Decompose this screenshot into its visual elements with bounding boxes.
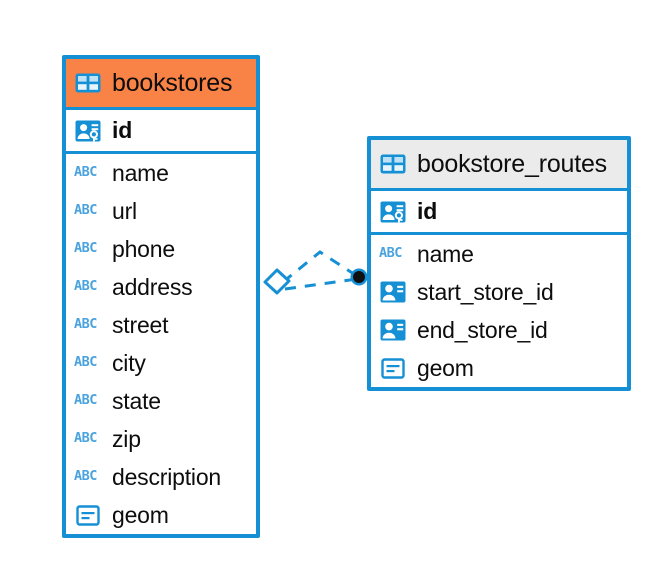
geometry-icon [74,501,102,529]
field-label: url [112,197,137,224]
field-row-name[interactable]: ABC name [66,154,256,192]
field-label: id [417,198,438,224]
geometry-icon [379,354,407,382]
primary-key-icon [379,198,407,226]
abc-icon: ABC [379,245,402,262]
table-icon [74,69,102,97]
abc-icon: ABC [74,430,97,447]
field-label: state [112,387,161,414]
field-row-street[interactable]: ABC street [66,306,256,344]
field-row-url[interactable]: ABC url [66,192,256,230]
field-row-state[interactable]: ABC state [66,382,256,420]
field-row-description[interactable]: ABC description [66,458,256,496]
foreign-key-icon [379,278,407,306]
abc-icon: ABC [74,468,97,485]
primary-key-icon [74,117,102,145]
field-row-end-store-id[interactable]: end_store_id [371,311,627,349]
abc-icon: ABC [74,240,97,257]
field-label: geom [112,501,169,528]
field-row-phone[interactable]: ABC phone [66,230,256,268]
abc-icon: ABC [74,278,97,295]
relationship-line-lower [284,277,358,291]
field-label: description [112,463,222,490]
field-row-geom[interactable]: geom [371,349,627,387]
field-label: address [112,273,193,300]
field-label: start_store_id [417,278,554,305]
abc-icon: ABC [74,392,97,409]
entity-title: bookstore_routes [417,149,607,178]
field-row-address[interactable]: ABC address [66,268,256,306]
entity-header-bookstore-routes[interactable]: bookstore_routes [371,140,627,188]
entity-table-bookstore-routes[interactable]: bookstore_routes id ABC name [367,136,631,391]
abc-icon: ABC [74,202,97,219]
field-label: id [112,117,133,143]
filled-circle-endpoint [350,268,368,286]
diamond-endpoint [263,268,291,295]
field-label: zip [112,425,141,452]
entity-title: bookstores [112,68,233,97]
entity-header-bookstores[interactable]: bookstores [66,59,256,107]
relationship-line-upper [282,250,358,284]
field-row-name[interactable]: ABC name [371,235,627,273]
field-label: street [112,311,169,338]
field-label: name [417,240,474,267]
table-icon [379,150,407,178]
field-row-id[interactable]: id [371,188,627,235]
field-label: city [112,349,146,376]
abc-icon: ABC [74,354,97,371]
entity-table-bookstores[interactable]: bookstores id ABC name A [62,55,260,538]
field-label: end_store_id [417,316,548,343]
field-label: geom [417,354,474,381]
foreign-key-icon [379,316,407,344]
field-row-start-store-id[interactable]: start_store_id [371,273,627,311]
field-row-city[interactable]: ABC city [66,344,256,382]
field-label: name [112,159,169,186]
field-row-geom[interactable]: geom [66,496,256,534]
field-label: phone [112,235,175,262]
field-row-id[interactable]: id [66,107,256,154]
field-row-zip[interactable]: ABC zip [66,420,256,458]
abc-icon: ABC [74,316,97,333]
abc-icon: ABC [74,164,97,181]
